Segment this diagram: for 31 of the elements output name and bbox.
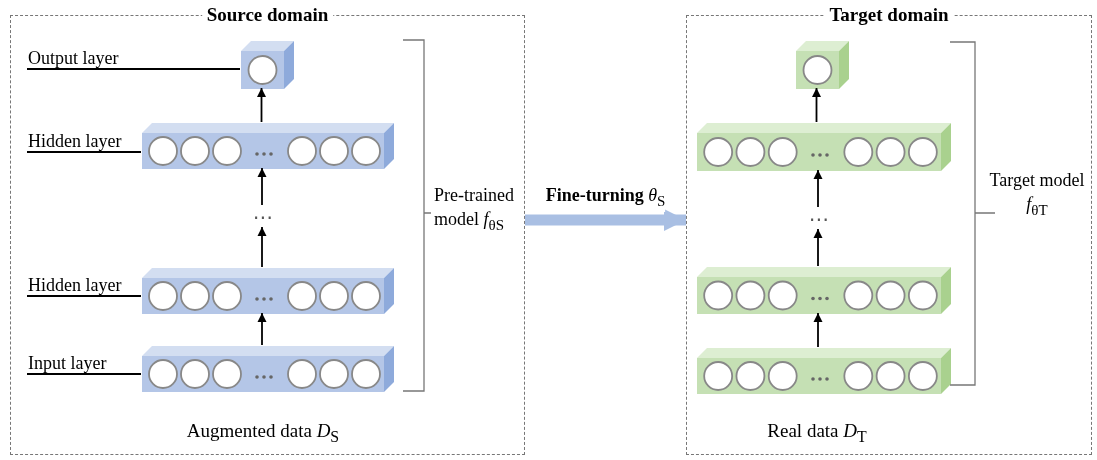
ellipsis: ⋯: [805, 208, 833, 230]
data-caption: Real data D$_{T}$: [767, 419, 867, 447]
layer-label: Output layer: [28, 46, 148, 70]
leader-line: [26, 151, 142, 153]
leader-line: [26, 295, 142, 297]
layer-label: Input layer: [28, 351, 140, 375]
model-label: Pre-trained model f$_{θS}$: [434, 184, 515, 235]
arrow: [257, 312, 267, 346]
neuron-layer-drawing: [142, 123, 394, 169]
arrow: [813, 169, 823, 208]
arrow: [257, 87, 266, 123]
neuron-layer-drawing: [142, 346, 394, 392]
layer-label: Hidden layer: [28, 273, 140, 297]
data-caption: Augmented data D$_{S}$: [186, 419, 340, 447]
arrow: [257, 167, 267, 206]
neuron-layer-drawing: [697, 267, 951, 314]
block-arrow: [525, 209, 686, 231]
arrow: [813, 228, 823, 267]
arrow: [257, 226, 267, 268]
ellipsis: ⋯: [249, 206, 277, 228]
neuron-layer-drawing: [796, 41, 849, 89]
neuron-layer-drawing: [697, 123, 951, 171]
leader-line: [26, 373, 142, 375]
leader-line: [26, 68, 241, 70]
arrow: [813, 312, 823, 348]
neuron-layer-drawing: [697, 348, 951, 394]
layer-label: Hidden layer: [28, 129, 140, 153]
neuron-layer-drawing: [241, 41, 294, 89]
neuron-layer-drawing: [142, 268, 394, 314]
model-label: Target model f$_{θT}$: [988, 169, 1086, 220]
arrow: [812, 87, 821, 123]
